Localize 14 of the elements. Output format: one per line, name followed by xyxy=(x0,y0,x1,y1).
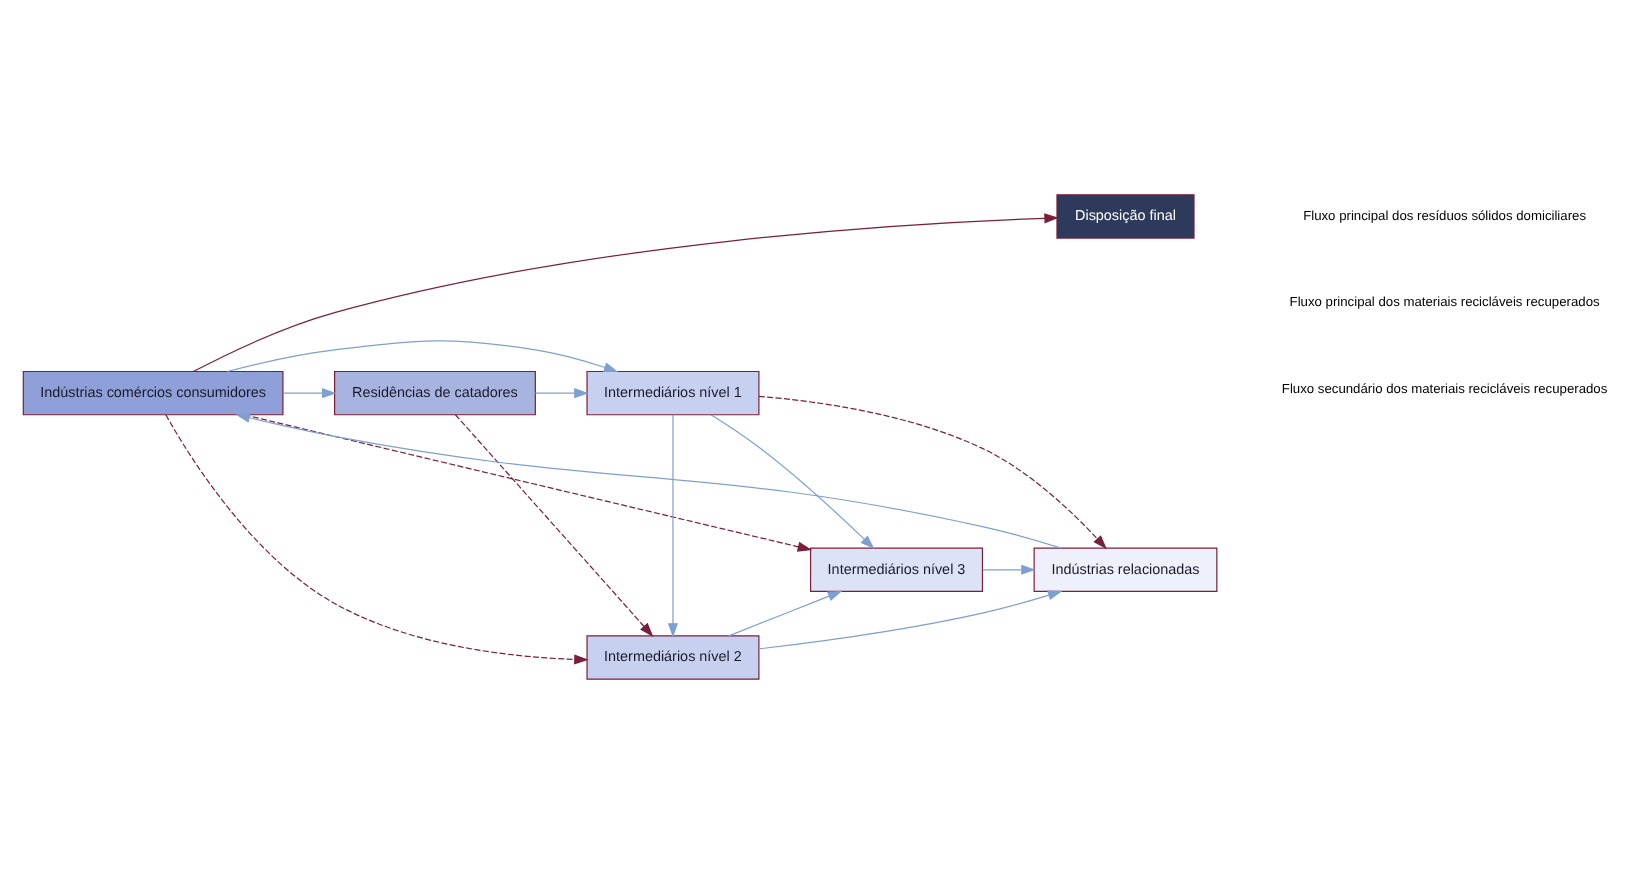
arrow xyxy=(454,413,654,636)
arrow xyxy=(758,589,1063,649)
arrow xyxy=(758,394,1107,549)
arrow xyxy=(667,413,678,637)
arrow xyxy=(226,339,619,372)
arrow xyxy=(728,589,843,636)
arrow xyxy=(710,413,875,549)
arrow xyxy=(282,387,337,398)
arrow xyxy=(982,563,1036,574)
arrow xyxy=(534,387,589,398)
arrow xyxy=(193,212,1059,371)
arrow xyxy=(165,413,589,664)
arrow xyxy=(235,411,1062,548)
arrow xyxy=(244,413,813,551)
